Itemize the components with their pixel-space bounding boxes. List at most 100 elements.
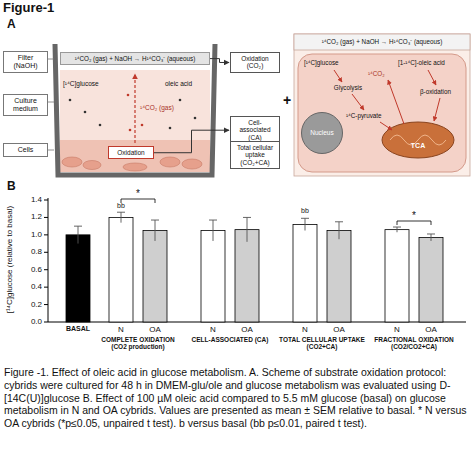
gas-label: ¹⁴CO₂	[368, 70, 396, 77]
category-label: BASAL	[58, 325, 98, 333]
measure-box: Total cellular uptake (CO₂+CA)	[230, 141, 280, 169]
well-wall	[55, 44, 215, 175]
significance-mark: bb	[109, 202, 133, 210]
bar	[419, 237, 443, 322]
error-bar	[117, 212, 125, 222]
axis-tick	[44, 322, 48, 323]
error-bar	[301, 218, 309, 230]
cell-membrane	[298, 54, 466, 172]
filter-band: ¹⁴CO₂ (gas) + NaOH → H¹⁴CO₃⁻ (aqueous)	[60, 52, 210, 65]
tick-label: 1.2	[14, 212, 42, 221]
node-text: Oxidation (CO₂)	[233, 55, 277, 70]
tick-label: 0.6	[14, 265, 42, 274]
figure-title: Figure-1	[3, 1, 54, 16]
culture-medium	[60, 70, 210, 172]
leader-lines	[48, 59, 54, 150]
side-label-box: Cells	[3, 143, 48, 157]
group-label: N	[199, 325, 227, 334]
bar	[385, 230, 409, 322]
group-label: OA	[233, 325, 261, 334]
node-text: Filter (NaOH)	[6, 54, 45, 70]
substrate-label: [¹⁴C]glucose	[63, 80, 119, 87]
group-label: OA	[325, 325, 353, 334]
axis-tick	[44, 287, 48, 288]
significance-bracket	[121, 199, 155, 203]
tick-label: 0.2	[14, 300, 42, 309]
process-box: Oxidation	[108, 146, 154, 159]
bar	[201, 231, 225, 322]
node-text: Total cellular uptake (CO₂+CA)	[233, 144, 277, 166]
metabolic-arrows	[334, 70, 440, 130]
node-text: Cells	[6, 146, 45, 154]
cell-panel	[294, 34, 470, 176]
nucleus-circle: Nucleus	[301, 112, 343, 154]
group-label: N	[291, 325, 319, 334]
axis-tick	[44, 217, 48, 218]
significance-bracket	[397, 221, 431, 225]
category-label: CELL-ASSOCIATED (CA)	[185, 336, 275, 343]
panel-label: B	[7, 180, 27, 194]
tick-label: 0.0	[14, 317, 42, 326]
node-text: ¹⁴CO₂ (gas) + NaOH → H¹⁴CO₃⁻ (aqueous)	[63, 55, 207, 62]
significance-mark: *	[128, 188, 148, 200]
axis-tick	[44, 252, 48, 253]
group-label: N	[107, 325, 135, 334]
node-text: Cell-associated (CA)	[233, 119, 277, 141]
node-text: Nucleus	[310, 129, 333, 136]
error-bar	[74, 226, 82, 243]
node-text: Oxidation	[111, 149, 151, 156]
gas-label: ¹⁴CO₂ (gas)	[140, 104, 190, 111]
group-label: N	[383, 325, 411, 334]
mitochondrion	[382, 122, 454, 158]
error-bar	[209, 220, 217, 241]
reaction-label: ¹⁴CO₂ (gas) + NaOH → H¹⁴CO₃⁻ (aqueous)	[296, 38, 468, 45]
bar	[66, 235, 90, 322]
group-label: OA	[417, 325, 445, 334]
measure-box: Oxidation (CO₂)	[230, 52, 280, 73]
category-label: TOTAL CELLULAR UPTAKE (CO2+CA)	[277, 336, 367, 351]
organelle-label: TCA	[398, 142, 438, 150]
error-bar	[335, 222, 343, 239]
axis-tick	[44, 234, 48, 235]
error-bar	[427, 234, 435, 241]
tick-label: 0.8	[14, 247, 42, 256]
connector-arrow	[154, 130, 229, 153]
plus-sign: +	[281, 92, 293, 108]
error-bar	[243, 217, 251, 241]
bar	[143, 231, 167, 322]
connector-arrow	[210, 59, 229, 63]
bar	[293, 224, 317, 322]
co2-dots	[127, 94, 144, 132]
tick-label: 1.0	[14, 230, 42, 239]
significance-mark: *	[404, 210, 424, 222]
panel-label: A	[7, 18, 27, 32]
bars	[44, 199, 443, 322]
error-bar	[393, 227, 401, 232]
bar	[109, 217, 133, 322]
molecules	[69, 99, 197, 130]
significance-mark: bb	[293, 207, 317, 215]
pathway-label: β-oxidation	[420, 88, 464, 95]
substrate-label: [¹⁴C]glucose	[304, 59, 356, 66]
side-label-box: Culture medium	[3, 94, 48, 116]
node-text: Culture medium	[6, 97, 45, 113]
axis-tick	[44, 200, 48, 201]
filter-band	[294, 34, 470, 50]
tick-label: 1.4	[14, 195, 42, 204]
category-label: COMPLETE OXIDATION (CO2 production)	[93, 336, 183, 351]
side-label-box: Filter (NaOH)	[3, 51, 48, 73]
pathway-label: Glycolysis	[326, 84, 370, 91]
bar	[235, 230, 259, 322]
axis-tick	[44, 269, 48, 270]
figure-caption: Figure -1. Effect of oleic acid in gluco…	[4, 366, 470, 430]
co2-release-arrow	[134, 74, 135, 143]
error-bar	[151, 220, 159, 241]
axis-tick	[44, 304, 48, 305]
group-label: OA	[141, 325, 169, 334]
category-label: FRACTIONAL OXIDATION (CO2/CO2+CA)	[369, 336, 459, 351]
bar	[327, 231, 351, 322]
axis-title: [¹⁴C]glucose (relative to basal)	[5, 185, 14, 335]
substrate-label: [1-¹⁴C]-oleic acid	[398, 59, 464, 66]
